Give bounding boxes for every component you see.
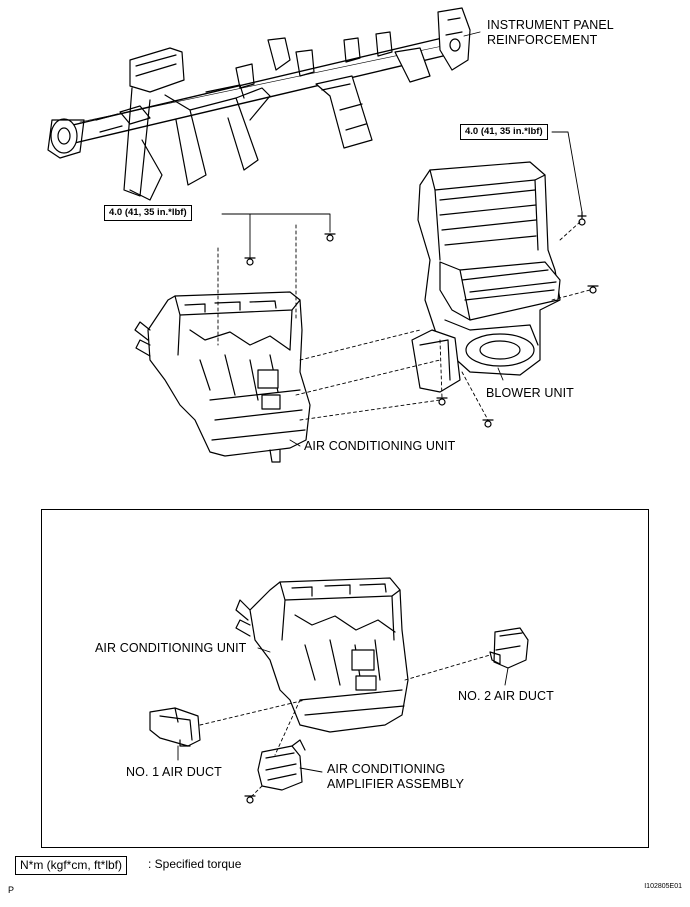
label-amplifier-2: AMPLIFIER ASSEMBLY [327,777,465,791]
no1-air-duct [149,707,201,747]
air-conditioning-unit-inset [235,577,409,733]
torque-spec-right: 4.0 (41, 35 in.*lbf) [460,124,548,140]
torque-spec-left: 4.0 (41, 35 in.*lbf) [104,205,192,221]
air-conditioning-unit-top [134,233,336,463]
no2-air-duct [489,627,529,669]
label-blower-unit: BLOWER UNIT [486,386,574,400]
label-ac-unit-inset: AIR CONDITIONING UNIT [95,641,247,655]
figure-id: I102805E01 [644,883,682,890]
assembly-lines-top [217,221,591,421]
torque-legend-unit: N*m (kgf*cm, ft*lbf) [15,856,128,875]
label-no2-air-duct: NO. 2 AIR DUCT [458,689,554,703]
label-amplifier-1: AIR CONDITIONING [327,762,446,776]
assembly-lines-inset [199,654,491,799]
detail-inset-frame [41,509,649,848]
torque-legend-text: : Specified torque [148,857,242,871]
label-instrument-panel-2: REINFORCEMENT [487,33,598,47]
label-instrument-panel-1: INSTRUMENT PANEL [487,18,614,32]
page-corner-mark: P [8,885,15,895]
label-no1-air-duct: NO. 1 AIR DUCT [126,765,222,779]
ac-amplifier-assembly [244,739,306,804]
instrument-panel-reinforcement [47,7,471,201]
label-ac-unit-top: AIR CONDITIONING UNIT [304,439,456,453]
